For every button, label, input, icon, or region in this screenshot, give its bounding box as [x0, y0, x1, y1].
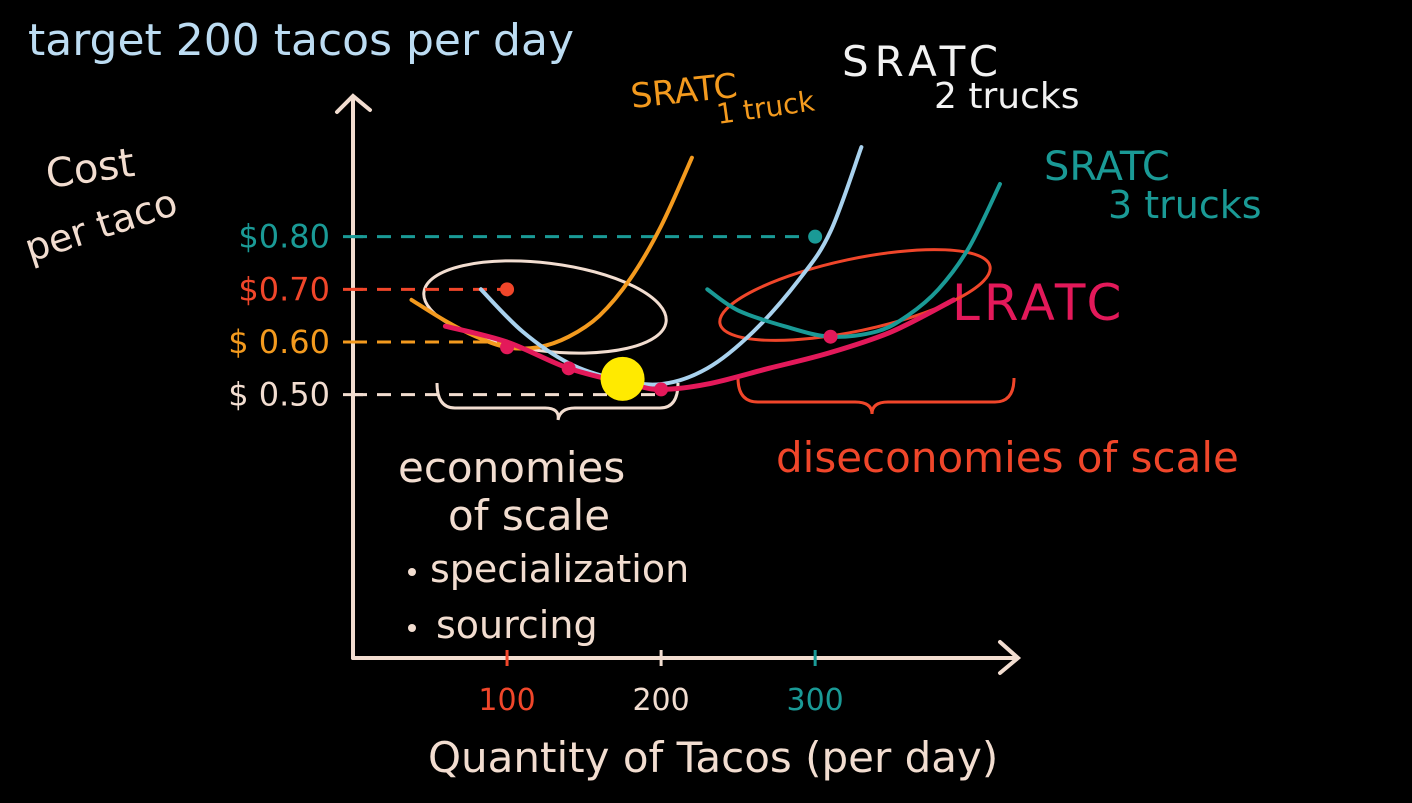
point-2: [561, 361, 576, 376]
bullet-specialization: specialization: [430, 547, 689, 591]
curve-sratc-3-trucks: [705, 182, 1002, 339]
diseconomies-label: diseconomies of scale: [776, 433, 1239, 482]
economies-label-line2: of scale: [448, 491, 610, 540]
point-5: [823, 329, 838, 344]
tick-labels: 100 200 300 $0.80 $0.70 $ 0.60 $ 0.50: [228, 218, 844, 718]
curve-sratc-1-truck: [409, 155, 694, 351]
label-sratc-2-trucks-line2: 2 trucks: [934, 76, 1079, 117]
y-tick-label-2: $ 0.60: [228, 323, 330, 361]
y-axis-label-per-taco: per taco: [19, 180, 182, 271]
x-tick-label-1: 200: [632, 683, 689, 718]
label-lratc: LRATC: [952, 274, 1125, 332]
y-axis-arrow: [335, 93, 372, 114]
economies-label-line1: economies: [398, 443, 625, 492]
point-3: [654, 382, 669, 397]
label-sratc-3-trucks-line1: SRATC: [1044, 144, 1170, 190]
point-4: [808, 229, 823, 244]
y-tick-label-0: $0.80: [238, 218, 330, 256]
bullet-sourcing: sourcing: [436, 603, 598, 647]
diseconomies-region-ellipse: [718, 248, 992, 342]
curve-sratc-2-trucks: [478, 145, 864, 387]
curve-lratc: [442, 297, 957, 392]
highlight-point: [600, 356, 645, 401]
point-1: [500, 340, 515, 355]
x-axis-arrow: [998, 640, 1022, 675]
y-tick-label-1: $0.70: [238, 270, 330, 308]
label-sratc-2-trucks-line1: SRATC: [842, 37, 1004, 86]
bullet-dot: [408, 624, 416, 632]
x-tick-label-0: 100: [478, 683, 535, 718]
y-axis-label-cost: Cost: [43, 140, 137, 198]
y-tick-label-3: $ 0.50: [228, 376, 330, 414]
points: [500, 229, 838, 401]
curves: [409, 145, 1002, 392]
x-axis-label: Quantity of Tacos (per day): [428, 733, 998, 782]
title: target 200 tacos per day: [28, 15, 574, 66]
economies-brace: [435, 382, 680, 421]
point-0: [500, 282, 515, 297]
label-sratc-3-trucks-line2: 3 trucks: [1108, 183, 1262, 227]
economies-region-ellipse: [422, 259, 668, 355]
x-tick-label-2: 300: [787, 683, 844, 718]
diseconomies-brace: [736, 377, 1016, 415]
axes: [335, 93, 1022, 675]
bullet-dot: [408, 568, 416, 576]
